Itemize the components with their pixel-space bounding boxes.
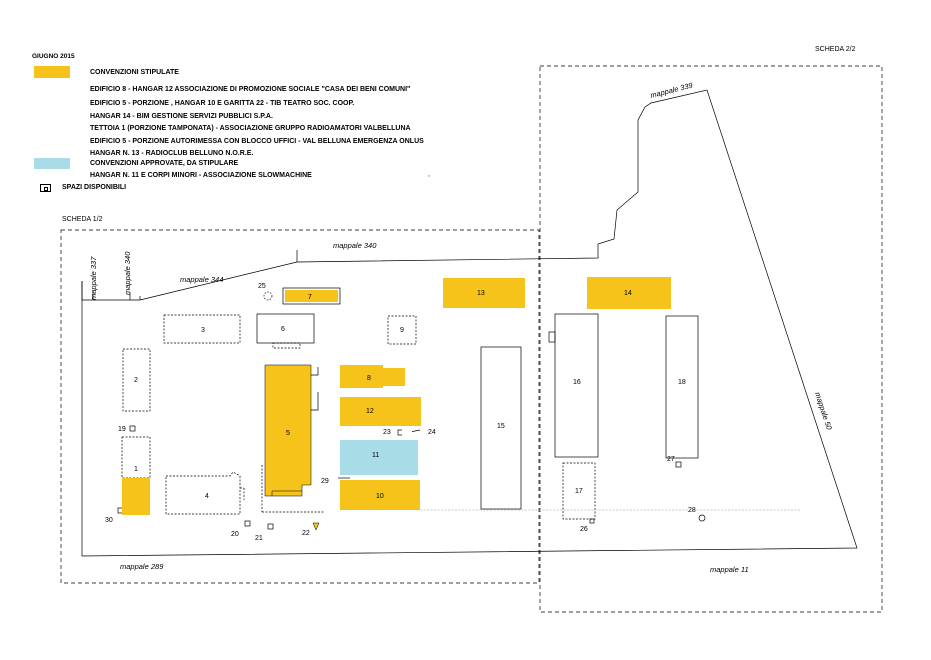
spazi-swatch: [40, 184, 51, 192]
label-3: 3: [201, 327, 205, 334]
building-12: [340, 397, 421, 426]
label-5: 5: [286, 430, 290, 437]
label-17: 17: [575, 488, 583, 495]
parcel-339: mappale 339: [649, 81, 694, 100]
building-5: [264, 364, 312, 497]
label-24: 24: [428, 429, 436, 436]
building-1: [122, 478, 150, 515]
label-14: 14: [624, 290, 632, 297]
label-1: 1: [134, 466, 138, 473]
building-14: [587, 277, 671, 309]
building-3: [163, 314, 241, 344]
sheet-1-frame: [60, 229, 540, 584]
building-18: [665, 315, 699, 459]
label-29: 29: [321, 478, 329, 485]
parcel-11: mappale 11: [710, 565, 749, 574]
building-16-annex: [548, 331, 556, 343]
legend-item: TETTOIA 1 (PORZIONE TAMPONATA) - ASSOCIA…: [90, 125, 411, 132]
label-28: 28: [688, 507, 696, 514]
spazi-title: SPAZI DISPONIBILI: [62, 184, 127, 191]
garitta-22: [312, 522, 320, 531]
building-1-open: [121, 436, 151, 479]
label-26: 26: [580, 526, 588, 533]
building-15: [480, 346, 522, 510]
building-7: [285, 290, 338, 302]
legend-item: EDIFICIO 5 - PORZIONE , HANGAR 10 E GARI…: [90, 100, 355, 107]
legend-item: HANGAR N. 13 - RADIOCLUB BELLUNO N.O.R.E…: [90, 150, 254, 157]
building-16: [554, 313, 599, 458]
label-7: 7: [308, 294, 312, 301]
label-18: 18: [678, 379, 686, 386]
filled-buildings: [122, 277, 671, 531]
building-10: [340, 480, 420, 510]
label-15: 15: [497, 423, 505, 430]
label-11: 11: [372, 452, 379, 459]
building-11: [340, 440, 418, 475]
approvate-swatch: [34, 158, 70, 169]
building-6: [256, 313, 315, 344]
label-21: 21: [255, 535, 263, 542]
parcel-340-vertical: mappale 340: [123, 251, 132, 295]
legend-item: EDIFICIO 5 - PORZIONE AUTORIMESSA CON BL…: [90, 138, 424, 145]
marker-25: [263, 291, 273, 301]
building-8: [340, 365, 405, 388]
label-20: 20: [231, 531, 239, 538]
label-2: 2: [134, 377, 138, 384]
property-boundary: [81, 89, 858, 557]
sheet-1-label: SCHEDA 1/2: [62, 216, 103, 223]
sheet-2-frame: [539, 65, 883, 613]
parcel-289: mappale 289: [120, 562, 164, 571]
approvate-title: CONVENZIONI APPROVATE, DA STIPULARE: [90, 160, 239, 167]
legend-item: EDIFICIO 8 - HANGAR 12 ASSOCIAZIONE DI P…: [90, 86, 411, 93]
parcel-50: mappale 50: [813, 391, 834, 432]
date-label: GIUGNO 2015: [32, 53, 75, 60]
building-7-frame: [282, 287, 341, 305]
legend-item: HANGAR N. 11 E CORPI MINORI - ASSOCIAZIO…: [90, 172, 312, 179]
building-13: [443, 278, 525, 308]
label-12: 12: [366, 408, 374, 415]
building-17: [562, 462, 596, 520]
label-16: 16: [573, 379, 581, 386]
label-19: 19: [118, 426, 126, 433]
label-6: 6: [281, 326, 285, 333]
stray-mark: ,: [428, 171, 430, 178]
label-27: 27: [667, 456, 675, 463]
label-9: 9: [400, 327, 404, 334]
label-4: 4: [205, 493, 209, 500]
building-2: [122, 348, 151, 412]
label-8: 8: [367, 375, 371, 382]
label-25: 25: [258, 283, 266, 290]
label-23: 23: [383, 429, 391, 436]
building-9: [387, 315, 417, 345]
sheet-2-label: SCHEDA 2/2: [815, 46, 856, 53]
building-4: [165, 471, 241, 515]
parcel-340: mappale 340: [333, 241, 377, 250]
stipulate-title: CONVENZIONI STIPULATE: [90, 69, 179, 76]
label-13: 13: [477, 290, 485, 297]
parcel-337: mappale 337: [89, 256, 98, 300]
label-30: 30: [105, 517, 113, 524]
stipulate-swatch: [34, 66, 70, 78]
label-10: 10: [376, 493, 384, 500]
parcel-344: mappale 344: [180, 275, 223, 284]
label-22: 22: [302, 530, 310, 537]
legend-item: HANGAR 14 - BIM GESTIONE SERVIZI PUBBLIC…: [90, 113, 273, 120]
